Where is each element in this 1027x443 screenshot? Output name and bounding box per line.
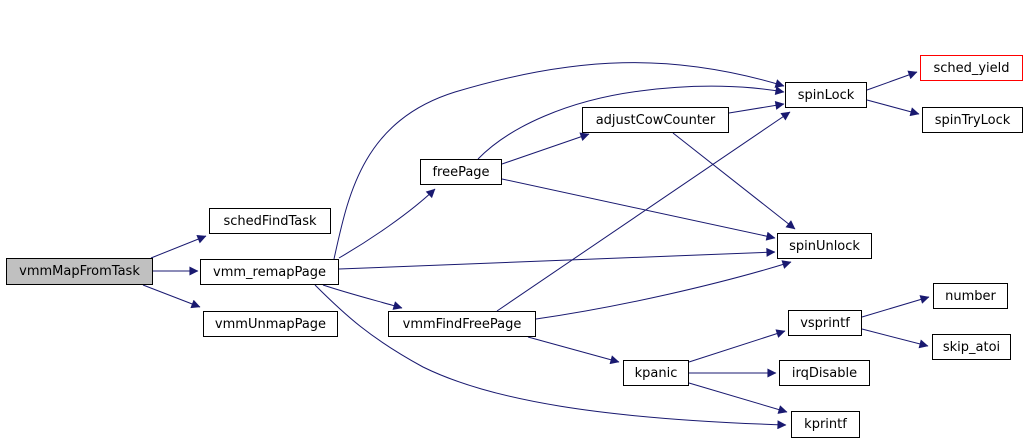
edge-kpanic-to-vsprintf <box>688 329 786 363</box>
node-number[interactable]: number <box>933 283 1008 309</box>
node-vmm_remapPage[interactable]: vmm_remapPage <box>200 259 339 285</box>
edge-freePage-to-spinLock <box>477 85 785 160</box>
node-spinTryLock[interactable]: spinTryLock <box>922 107 1023 133</box>
edge-spinLock-to-sched_yield <box>866 70 918 91</box>
edge-spinLock-to-spinTryLock <box>866 99 920 117</box>
edge-vmmFindFreePage-to-spinLock <box>496 111 791 312</box>
edge-vsprintf-to-skip_atoi <box>861 328 929 349</box>
node-vsprintf[interactable]: vsprintf <box>788 310 862 336</box>
edge-vsprintf-to-number <box>861 295 930 318</box>
node-vmmFindFreePage[interactable]: vmmFindFreePage <box>388 311 536 337</box>
edge-vmmMapFromTask-to-vmmUnmapPage <box>142 284 201 309</box>
edge-freePage-to-spinUnlock <box>501 178 776 241</box>
node-spinUnlock[interactable]: spinUnlock <box>777 233 872 259</box>
edge-freePage-to-adjustCowCounter <box>501 132 590 165</box>
node-sched_yield[interactable]: sched_yield <box>920 55 1023 81</box>
edge-vmmFindFreePage-to-kpanic <box>527 336 620 365</box>
edge-vmm_remapPage-to-spinLock <box>333 62 785 260</box>
node-freePage[interactable]: freePage <box>420 159 502 185</box>
node-skip_atoi[interactable]: skip_atoi <box>932 334 1011 360</box>
edge-vmm_remapPage-to-spinUnlock <box>338 247 776 270</box>
edge-vmm_remapPage-to-kprintf <box>314 284 787 430</box>
edge-vmmFindFreePage-to-spinUnlock <box>535 260 792 320</box>
node-vmmMapFromTask: vmmMapFromTask <box>6 258 153 285</box>
node-vmmUnmapPage[interactable]: vmmUnmapPage <box>203 311 338 337</box>
edge-kpanic-to-kprintf <box>688 382 788 414</box>
edge-adjustCowCounter-to-spinLock <box>728 100 785 114</box>
node-kprintf[interactable]: kprintf <box>791 411 860 438</box>
edge-adjustCowCounter-to-spinUnlock <box>672 132 796 230</box>
node-schedFindTask[interactable]: schedFindTask <box>209 208 331 234</box>
node-spinLock[interactable]: spinLock <box>785 82 867 108</box>
node-irqDisable[interactable]: irqDisable <box>779 360 870 386</box>
edge-vmm_remapPage-to-vmmFindFreePage <box>322 284 403 310</box>
edge-vmmMapFromTask-to-schedFindTask <box>150 234 207 259</box>
edge-vmm_remapPage-to-freePage <box>338 188 436 259</box>
node-kpanic[interactable]: kpanic <box>623 360 689 386</box>
node-adjustCowCounter[interactable]: adjustCowCounter <box>582 107 729 133</box>
